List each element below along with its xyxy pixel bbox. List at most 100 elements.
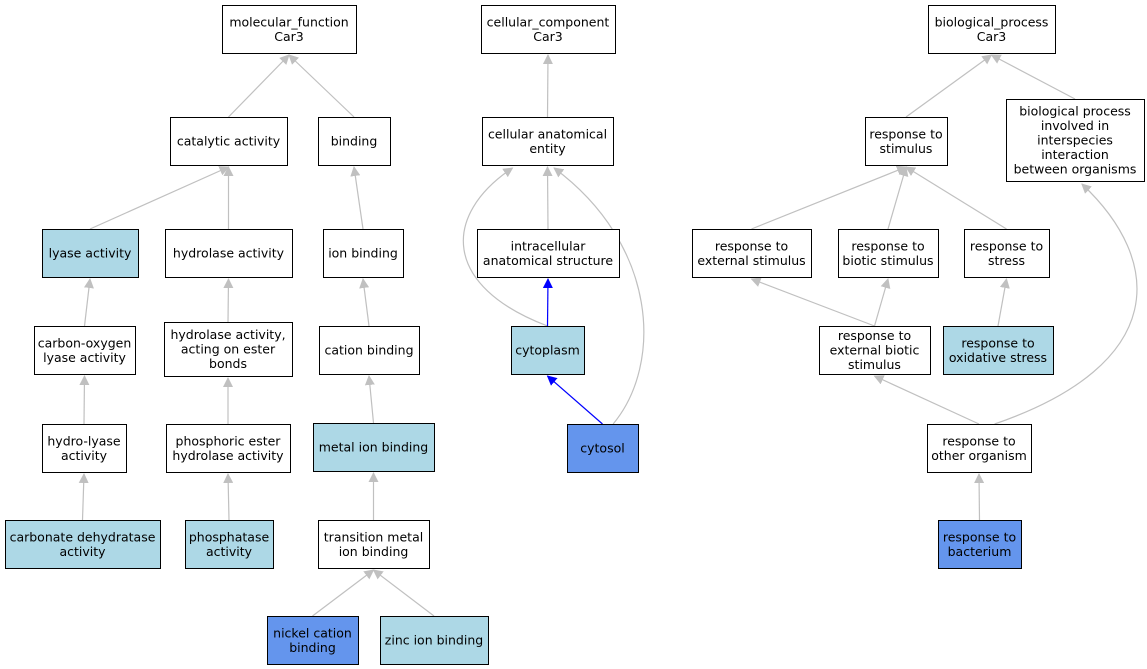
go-term-label: biological process <box>1019 104 1131 119</box>
go-term-label: transition metal <box>324 529 423 544</box>
go-term-box <box>692 229 812 278</box>
go-term-label: carbonate dehydratase <box>10 529 156 544</box>
go-term-label: activity <box>206 544 253 559</box>
go-term-node-metalb: metal ion binding <box>313 423 435 472</box>
go-term-label: response to <box>838 328 911 343</box>
go-term-label: carbon-oxygen <box>38 335 132 350</box>
edge-rextbio-to-rext <box>750 277 875 327</box>
go-term-box <box>928 5 1056 54</box>
go-term-label: response to <box>943 529 1016 544</box>
go-term-box <box>185 520 274 569</box>
go-term-box <box>567 424 639 473</box>
edge-rbact-to-rother <box>974 473 985 521</box>
go-term-label: binding <box>289 640 336 655</box>
edge-rext-to-rstim <box>751 165 907 230</box>
go-term-node-cyto: cytoplasm <box>511 326 585 375</box>
edge-rbio-to-rstim <box>887 166 909 230</box>
go-term-label: intracellular <box>511 238 587 253</box>
go-term-label: ion binding <box>339 544 409 559</box>
go-term-node-cat: catalytic activity <box>170 117 288 166</box>
go-term-box <box>819 326 931 375</box>
go-term-box <box>319 326 420 375</box>
go-term-label: other organism <box>931 448 1027 463</box>
edge-cytosol-to-cae <box>553 167 645 425</box>
edge-nickel-to-transb <box>312 569 375 617</box>
go-term-label: response to <box>851 238 924 253</box>
go-term-label: ion binding <box>328 246 398 261</box>
go-term-box <box>164 322 293 377</box>
edge-bpinter-to-bp <box>990 54 1076 100</box>
edge-carbdeh-to-hlyase <box>78 473 89 521</box>
edge-zinc-to-transb <box>372 569 435 617</box>
go-term-label: phosphatase <box>189 529 270 544</box>
go-term-box <box>1006 99 1145 182</box>
go-term-box <box>165 229 293 278</box>
go-term-box <box>222 5 357 54</box>
go-term-box <box>34 326 136 375</box>
go-term-box <box>323 229 404 278</box>
go-term-label: Car3 <box>274 29 303 44</box>
go-term-label: response to <box>961 335 1034 350</box>
go-term-label: hydrolase activity <box>173 246 285 261</box>
go-term-label: acting on ester <box>181 342 276 357</box>
go-term-label: external stimulus <box>697 253 805 268</box>
go-term-label: external biotic <box>830 343 920 358</box>
go-term-label: Car3 <box>977 29 1006 44</box>
go-term-label: hydro-lyase <box>47 433 121 448</box>
go-term-label: stimulus <box>880 141 933 156</box>
go-term-box <box>838 229 939 278</box>
go-term-node-bind: binding <box>318 117 391 166</box>
go-term-label: bonds <box>209 356 247 371</box>
go-term-box <box>318 117 391 166</box>
go-term-label: cytoplasm <box>515 343 580 358</box>
edge-cytosol-to-cyto <box>546 375 603 425</box>
go-term-label: lyase activity <box>43 350 126 365</box>
go-term-label: catalytic activity <box>177 134 281 149</box>
go-term-box <box>482 117 614 166</box>
go-term-node-cytosol: cytosol <box>567 424 639 473</box>
edge-ionb-to-bind <box>350 166 364 230</box>
go-term-box <box>267 616 359 665</box>
edge-rstim-to-bp <box>905 54 993 118</box>
go-term-label: response to <box>970 238 1043 253</box>
go-term-box <box>865 117 948 166</box>
go-term-label: phosphoric ester <box>176 433 282 448</box>
go-term-label: biological_process <box>935 14 1049 29</box>
go-term-node-cationb: cation binding <box>319 326 420 375</box>
go-term-box <box>313 423 435 472</box>
go-term-label: metal ion binding <box>319 440 429 455</box>
go-term-box <box>5 520 161 569</box>
go-term-box <box>511 326 585 375</box>
edge-hlyase-to-col <box>79 375 90 425</box>
edge-cationb-to-ionb <box>359 278 370 327</box>
edge-rstress-to-rstim <box>905 166 1007 230</box>
go-term-box <box>42 229 139 278</box>
go-term-label: entity <box>529 141 566 156</box>
go-term-label: activity <box>59 544 106 559</box>
edge-cyto-to-cae <box>462 167 548 327</box>
go-term-node-hydro: hydrolase activity <box>165 229 293 278</box>
go-term-label: interaction <box>1041 147 1109 162</box>
edge-ias-to-cae <box>542 166 553 230</box>
go-term-node-lyase: lyase activity <box>42 229 139 278</box>
go-term-box <box>170 117 288 166</box>
go-term-box <box>380 616 489 665</box>
